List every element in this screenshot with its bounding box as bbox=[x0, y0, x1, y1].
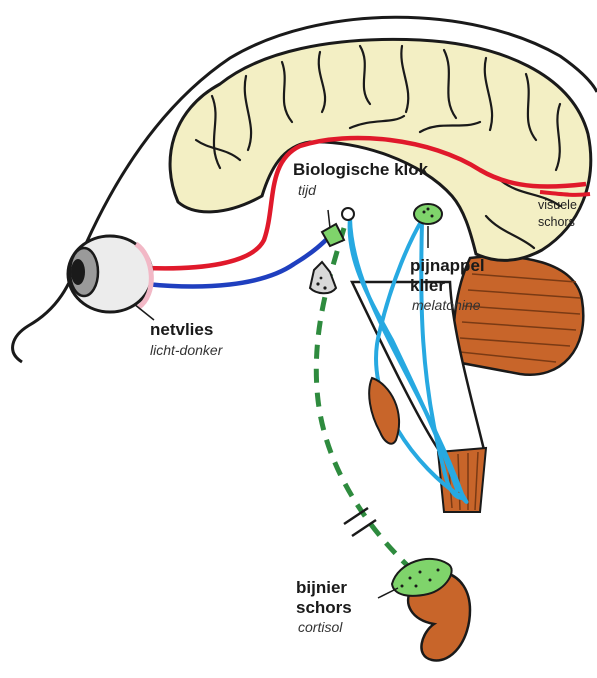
label-pineal-sub: melatonine bbox=[412, 297, 481, 313]
label-adrenal-2: schors bbox=[296, 598, 352, 618]
label-retina-sub: licht-donker bbox=[150, 342, 222, 358]
hypothalamic-structure bbox=[369, 378, 399, 444]
adrenal-kidney bbox=[378, 559, 470, 661]
label-visual-cortex-1: visuele bbox=[538, 198, 577, 212]
label-pineal-2: klier bbox=[410, 276, 445, 296]
label-retina: netvlies bbox=[150, 320, 213, 340]
label-adrenal-1: bijnier bbox=[296, 578, 347, 598]
pathway-interruption-mark bbox=[344, 508, 376, 536]
label-visual-cortex-2: schors bbox=[538, 215, 575, 229]
label-clock-sub: tijd bbox=[298, 182, 316, 198]
label-biological-clock: Biologische klok bbox=[293, 160, 428, 180]
cerebrum bbox=[170, 39, 591, 260]
pituitary-gland bbox=[310, 262, 336, 293]
label-adrenal-sub: cortisol bbox=[298, 619, 342, 635]
label-pineal-1: pijnappel bbox=[410, 256, 485, 276]
eye bbox=[68, 236, 154, 320]
